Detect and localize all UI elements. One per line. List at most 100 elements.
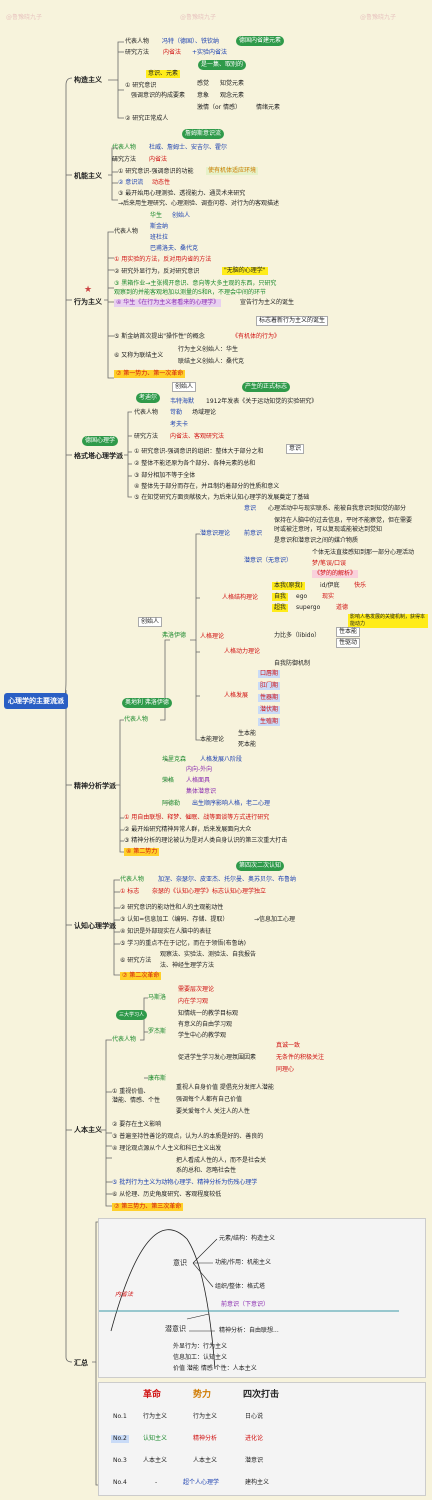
gestalt-point-1: ① 研究意识-强调意识的组织：整体大于部分之和 [134,448,264,455]
summary-row-2-blow: 进化论 [245,1435,264,1442]
summary-inner-method: 内省法 [115,1291,134,1298]
summary-row-2-force: 精神分析 [193,1435,218,1442]
behavior-point-6a: 行为主义创始人：华生 [178,346,239,353]
humanistic-point-7: ⑦ 第三势力、第三次革命 [112,1203,184,1211]
humanistic-point-4b: 系的总和、忽略社会性 [176,1167,237,1174]
summary-preconscious: 前意识（下意识） [221,1301,270,1308]
psycho-point-1: ① 用自由联想、释梦、催眠、战等面谈等方式进行研究 [124,814,270,821]
psycho-dream-book: 《梦的的解析》 [312,570,359,578]
psycho-superego: 超我 [272,604,289,612]
psycho-preconscious-desc-2: 时或被注意时，可以复现或能被达到觉知 [274,526,383,533]
psycho-erikson: 埃里克森 [162,756,187,763]
psycho-jung: 荣格 [162,777,175,784]
branch-summary[interactable]: 汇总 [74,1359,88,1367]
branch-humanistic[interactable]: 人本主义 [74,1126,102,1134]
psycho-id-principle: 快乐 [354,582,367,589]
psycho-personality: 人格理论 [200,633,225,640]
behavior-point-5: ⑤ 斯金纳首次提出"操作性"的概念 [114,333,205,340]
behavior-tag-new: 标志着新行为主义的诞生 [256,316,329,326]
psycho-erikson-theory: 人格发展八阶段 [200,756,243,763]
humanistic-rogers-2: 有意义的自由学习观 [178,1021,233,1028]
humanistic-point-1e: 要关爱每个人 关注人的人性 [176,1108,250,1115]
construct-point-1a: ① 研究意识 [125,82,157,89]
psycho-point-3: ③ 精神分析的理论被认为是对人类自身认识的第三次重大打击 [124,837,288,844]
behavior-point-4b: 宣告行为主义的诞生 [240,299,295,306]
branch-gestalt[interactable]: 格式塔心理学派 [74,452,123,460]
behavior-name-3: 班杜拉 [150,234,169,241]
psycho-theory-4: 人格发展 [224,692,249,699]
gestalt-tag-moved: 考迪尔 [136,393,161,403]
psycho-ego-en: ego [296,593,308,600]
function-method: 内省法 [149,156,168,163]
psycho-unconscious: 潜意识（无意识） [244,557,293,564]
summary-diagram: 内省法 意识 元素/结构：构造主义 功能/作用：机能主义 组织/整体：格式塔 前… [98,1218,426,1378]
psycho-point-2: ② 最开始研究精神异常人群，后来发展面向大众 [124,826,252,833]
psycho-conscious: 意识 [244,505,257,512]
summary-line-1: 外显行为：行为主义 [173,1343,228,1350]
branch-behavior[interactable]: 行为主义 [74,298,102,306]
summary-row-2-revolution: 认知主义 [143,1435,168,1442]
function-tag: 詹姆斯意识流 [182,129,225,139]
root-topic[interactable]: 心理学的主要流派 [4,693,68,709]
summary-table-head-force: 势力 [193,1390,212,1400]
function-point-1b: 使有机体适应环境 [206,167,259,175]
psycho-jung-3: 集体潜意识 [186,788,217,795]
construct-element-2b: 观念元素 [220,92,245,99]
psycho-superego-principle: 道德 [336,604,349,611]
summary-subconscious: 潜意识 [165,1325,186,1333]
humanistic-rep-label: 代表人物 [112,1036,137,1043]
psycho-defense: 自我防御机制 [274,660,311,667]
psycho-libido-a: 性本能 [336,627,361,637]
cognitive-point-1: ① 标志 [120,888,140,895]
summary-row-1-revolution: 行为主义 [143,1413,168,1420]
behavior-name-1: 华生 [150,212,163,219]
branch-cognitive[interactable]: 认知心理学派 [74,922,116,930]
behavior-name-4: 巴甫洛夫、桑代克 [150,245,199,252]
construct-method-2: +实验内省法 [192,49,228,56]
summary-psychoanalysis: 精神分析：自由联想... [219,1327,279,1334]
summary-row-1-force: 行为主义 [193,1413,218,1420]
summary-row-3-force: 人本主义 [193,1457,218,1464]
humanistic-point-1c: 重视人自身价值 提倡充分发挥人潜能 [176,1084,274,1091]
construct-rep-label: 代表人物 [125,38,150,45]
psycho-unconscious-desc: 个体无法直接感知到那一部分心理活动 [312,549,415,556]
summary-line-2: 信息加工：认知主义 [173,1354,228,1361]
summary-row-1-num: No.1 [113,1413,127,1420]
construct-tag-elements: 意识、元素 [146,70,181,78]
humanistic-rogers: 罗杰斯 [148,1028,167,1035]
gestalt-name-2: 苛勒 [170,409,183,416]
construct-point-1b: 强调意识的构成要素 [131,92,186,99]
psycho-preconscious-desc-1: 保持在人脑中的过去信息，平时不能察觉，但在需要 [274,517,413,524]
psycho-theory-2: 人格结构理论 [222,594,259,601]
branch-construct[interactable]: 构造主义 [74,76,102,84]
gestalt-point-3: ③ 部分相加不等于全体 [134,472,196,479]
construct-method-label: 研究方法 [125,49,150,56]
cognitive-point-3: ③ 认知=信息加工（编码、存储、提取） [120,916,229,923]
humanistic-point-1b: 潜能、情感、个性 [112,1097,161,1104]
behavior-point-5b: 《有机体的行为》 [232,333,281,340]
summary-row-3-blow: 潜意识 [245,1457,264,1464]
psycho-dream-slips: 梦/笔误/口误 [312,560,347,567]
cognitive-point-4: ④ 知识是外部现实在人脑中的表征 [120,928,212,935]
humanistic-point-5: ⑤ 批判行为主义为动物心理学、精神分析为伤残心理学 [112,1179,258,1186]
humanistic-maslow: 马斯洛 [148,994,167,1001]
psycho-jung-2: 人格面具 [186,777,211,784]
gestalt-method-label: 研究方法 [134,433,159,440]
cognitive-tag-rev: 第四次二次认知 [236,861,285,871]
construct-tag-one: 是一集、取别的 [198,60,247,70]
consciousness-curve [99,1229,399,1370]
gestalt-name-1: 韦特海默 [170,398,195,405]
branch-function[interactable]: 机能主义 [74,172,102,180]
construct-element-1: 感觉 [197,80,210,87]
gestalt-tag-conscious: 意识 [286,444,305,454]
psycho-stage-5: 生殖期 [258,718,281,726]
psycho-theory-5: 本能理论 [200,736,225,743]
psycho-tag-rep: 奥地利 弗洛伊德 [122,698,172,708]
gestalt-tag-birth: 产生的正式标志 [242,382,291,392]
humanistic-rogers-4: 促进学生学习发心理氛围因素 [178,1054,257,1061]
psycho-stage-1: 口唇期 [258,670,281,678]
branch-psycho[interactable]: 精神分析学派 [74,782,116,790]
cognitive-point-7: ⑦ 第二次革命 [120,972,162,980]
summary-table-head-revolution: 革命 [143,1390,162,1400]
